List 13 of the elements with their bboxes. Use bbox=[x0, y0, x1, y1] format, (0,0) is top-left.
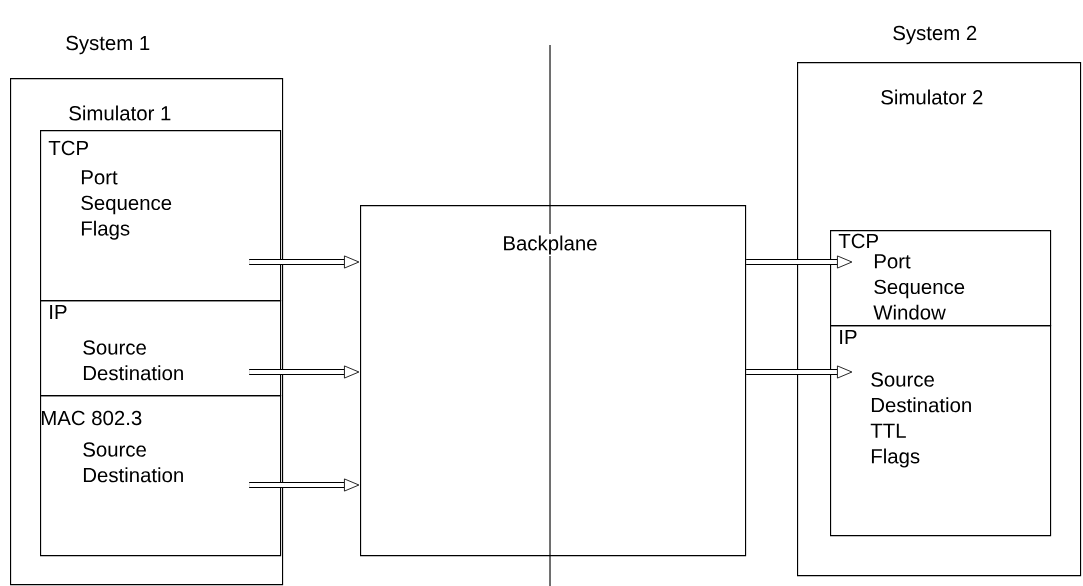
layer-box: TCP Port Sequence Flags bbox=[40, 130, 282, 302]
node-label: System 1 bbox=[66, 35, 150, 55]
arrow bbox=[249, 365, 360, 379]
arrow bbox=[249, 478, 360, 492]
layer-box: TCP Port Sequence Window bbox=[830, 230, 1052, 327]
layer-box: IP Source Destination bbox=[40, 300, 282, 397]
layer-box: MAC 802.3 Source Destination bbox=[40, 395, 282, 557]
backplane-box: Backplane bbox=[360, 205, 747, 557]
layer-box: IP Source Destination TTL Flags bbox=[830, 325, 1052, 537]
arrow bbox=[746, 365, 853, 379]
arrow bbox=[249, 255, 360, 269]
node-label: System 2 bbox=[893, 25, 977, 45]
arrow bbox=[746, 255, 853, 269]
